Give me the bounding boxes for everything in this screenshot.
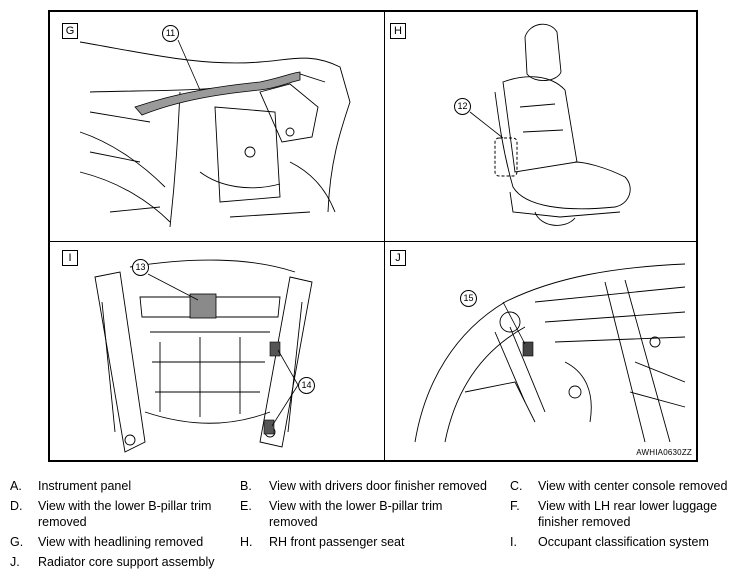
- legend-text: Instrument panel: [38, 479, 132, 493]
- diagram-figure: G 11 H 12: [48, 10, 698, 462]
- legend-letter: D.: [10, 499, 23, 513]
- front-crash-zone-sensor: [522, 341, 534, 357]
- legend-text: View with the lower B-pillar trim remove…: [38, 499, 212, 529]
- panel-letter-g: G: [62, 23, 78, 39]
- legend-letter: C.: [510, 479, 523, 493]
- panel-i: I 13 14: [50, 242, 384, 460]
- legend-letter: H.: [240, 535, 253, 549]
- legend-letter: A.: [10, 479, 22, 493]
- legend-text: RH front passenger seat: [269, 535, 405, 549]
- legend-text: Occupant classification system: [538, 535, 709, 549]
- panel-letter-j: J: [390, 250, 406, 266]
- legend-letter: I.: [510, 535, 517, 549]
- callout-13: 13: [132, 259, 149, 276]
- legend-letter: G.: [10, 535, 24, 549]
- panel-g: G 11: [50, 12, 384, 241]
- callout-14: 14: [298, 377, 315, 394]
- weight-sensor-outline: [494, 137, 518, 177]
- headlining-removed-illustration: [79, 39, 351, 228]
- occupant-classification-illustration: [94, 259, 313, 453]
- callout-12: 12: [454, 98, 471, 115]
- callout-15: 15: [460, 290, 477, 307]
- panel-letter-i: I: [62, 250, 78, 266]
- passenger-seat-illustration: [469, 23, 631, 226]
- panel-letter-h: H: [390, 23, 406, 39]
- panel-h: H 12: [385, 12, 696, 241]
- legend-text: View with headlining removed: [38, 535, 204, 549]
- legend-text: Radiator core support assembly: [38, 555, 215, 569]
- callout-11: 11: [162, 25, 179, 42]
- figure-code: AWHIA0630ZZ: [636, 448, 692, 457]
- legend-text: View with center console removed: [538, 479, 728, 493]
- legend-text: View with the lower B-pillar trim remove…: [269, 499, 443, 529]
- panel-j: J 15 AWHIA0630ZZ: [385, 242, 696, 460]
- legend-letter: E.: [240, 499, 252, 513]
- legend-text: View with LH rear lower luggage finisher…: [538, 499, 718, 529]
- legend-text: View with drivers door finisher removed: [269, 479, 487, 493]
- panel-divider-vertical: [384, 12, 385, 460]
- radiator-core-support-illustration: [414, 263, 686, 443]
- legend: A. Instrument panel B. View with drivers…: [0, 476, 743, 580]
- legend-letter: J.: [10, 555, 20, 569]
- curtain-airbag-module: [134, 71, 301, 116]
- panel-divider-horizontal: [50, 241, 696, 242]
- legend-letter: B.: [240, 479, 252, 493]
- legend-letter: F.: [510, 499, 520, 513]
